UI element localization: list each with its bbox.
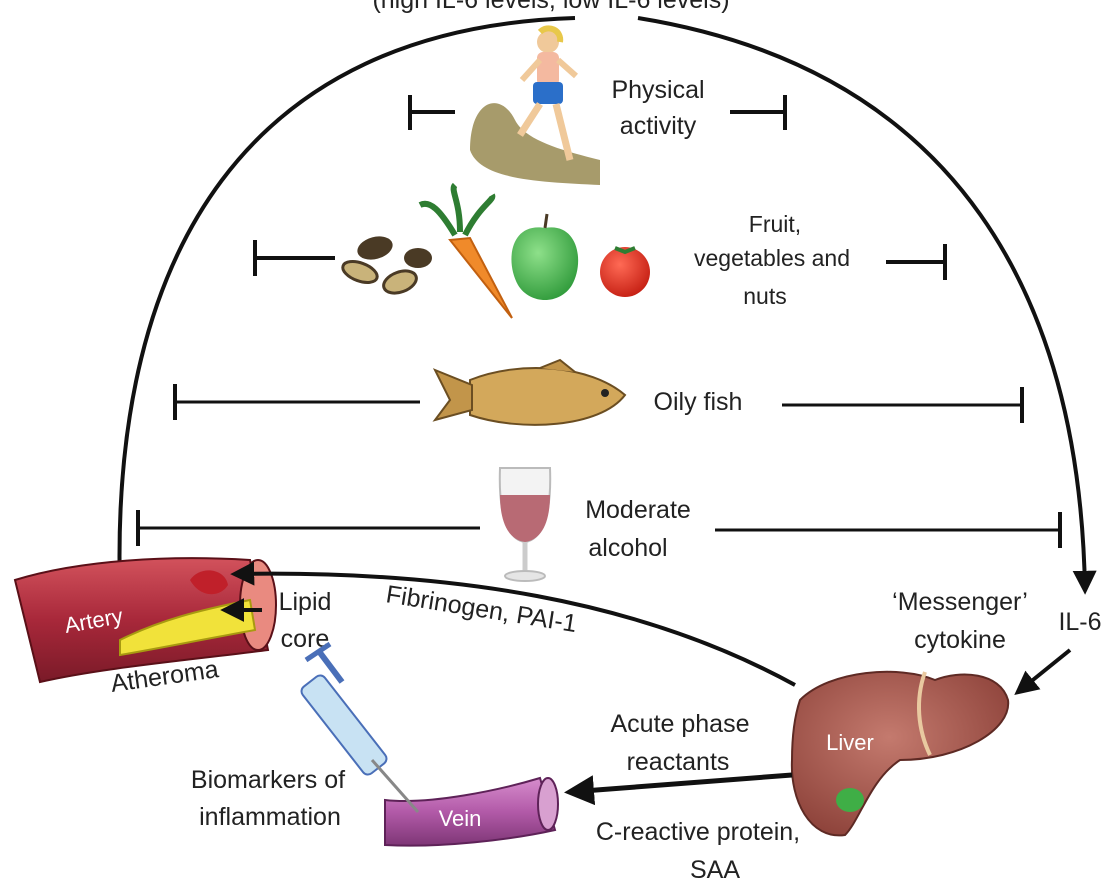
carrot-icon xyxy=(420,185,512,318)
crp-line2: SAA xyxy=(690,856,740,884)
physical-activity-bar xyxy=(410,95,785,130)
physical-activity-line1: Physical xyxy=(611,76,704,104)
top-title: (high IL-6 levels, low IL-6 levels) xyxy=(372,0,729,14)
artery-illustration xyxy=(15,558,276,682)
biomarkers-line1: Biomarkers of xyxy=(191,766,345,794)
diet-line3: nuts xyxy=(743,283,786,309)
right-arc-arrow xyxy=(638,18,1085,590)
acute-phase-line2: reactants xyxy=(627,748,730,776)
alcohol-line2: alcohol xyxy=(588,534,667,562)
diet-line1: Fruit, xyxy=(749,211,801,237)
alcohol-line1: Moderate xyxy=(585,496,691,524)
liver-label: Liver xyxy=(826,730,874,755)
fish-icon xyxy=(435,360,625,425)
physical-activity-line2: activity xyxy=(620,112,697,140)
crp-line1: C-reactive protein, xyxy=(596,818,800,846)
apple-icon xyxy=(511,214,578,300)
wine-glass-icon xyxy=(500,468,550,581)
liver-to-vein-arrow xyxy=(570,775,792,792)
messenger-line2: cytokine xyxy=(914,626,1006,654)
acute-phase-line1: Acute phase xyxy=(611,710,750,738)
biomarkers-line2: inflammation xyxy=(199,803,341,831)
messenger-line1: ‘Messenger’ xyxy=(892,588,1028,616)
nuts-icon xyxy=(340,233,432,297)
il6-to-liver-arrow xyxy=(1018,650,1070,692)
diet-line2: vegetables and xyxy=(694,245,850,271)
oily-fish-label: Oily fish xyxy=(654,388,743,416)
liver-illustration xyxy=(792,672,1008,836)
vein-label: Vein xyxy=(439,806,482,831)
runner-icon xyxy=(470,28,600,185)
il6-label: IL-6 xyxy=(1058,608,1101,636)
lipid-core-line1: Lipid xyxy=(279,588,332,616)
tomato-icon xyxy=(600,247,650,297)
